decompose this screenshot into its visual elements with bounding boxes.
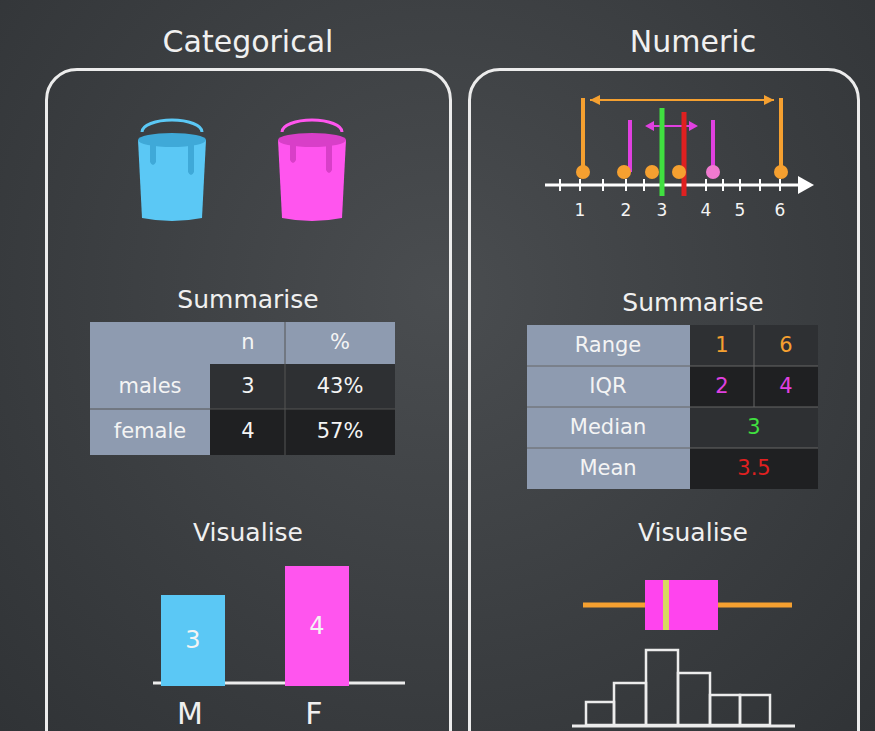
panel-title: Numeric [630,25,756,58]
table-cell: 4 [779,375,792,398]
table-cell: % [330,331,350,354]
table-cell: 3.5 [737,457,770,480]
numeric-panel: NumericSummariseVisualise [468,68,860,731]
summary-table [90,322,395,455]
summary-table [527,325,818,489]
table-cell: 4 [241,420,254,443]
tick-label: 5 [735,201,746,220]
bar: 3 [161,595,225,686]
table-cell: 43% [317,375,364,398]
table-cell: n [241,331,254,354]
table-cell: males [118,375,181,398]
section-heading: Visualise [193,519,303,547]
table-cell: 3 [747,416,760,439]
tick-label: 2 [621,201,632,220]
histogram [572,650,795,726]
category-panel: CategoricalSummariseVisualise34 [45,68,452,731]
table-cell: Mean [579,457,636,480]
table-cell: 57% [317,420,364,443]
table-cell: female [114,420,186,443]
table-cell: 1 [715,334,728,357]
bar-value: 3 [185,627,200,653]
tick-label: 4 [701,201,712,220]
tick-label: 3 [657,201,668,220]
tick-label: 1 [575,201,586,220]
number-line [545,95,814,196]
tick-label: 6 [775,201,786,220]
axis-label: F [305,697,322,730]
blue-bucket [138,120,206,221]
table-cell: 3 [241,375,254,398]
bar-value: 4 [309,613,324,639]
section-heading: Summarise [177,286,318,314]
section-heading: Visualise [638,519,748,547]
axis-label: M [177,697,203,730]
table-cell: 2 [715,375,728,398]
box-plot [583,580,792,630]
table-cell: IQR [589,375,626,398]
panel-title: Categorical [163,25,334,58]
bar: 4 [285,566,349,686]
pink-bucket [278,120,346,221]
table-cell: Range [575,334,642,357]
table-cell: Median [570,416,646,439]
table-cell: 6 [779,334,792,357]
section-heading: Summarise [622,289,763,317]
